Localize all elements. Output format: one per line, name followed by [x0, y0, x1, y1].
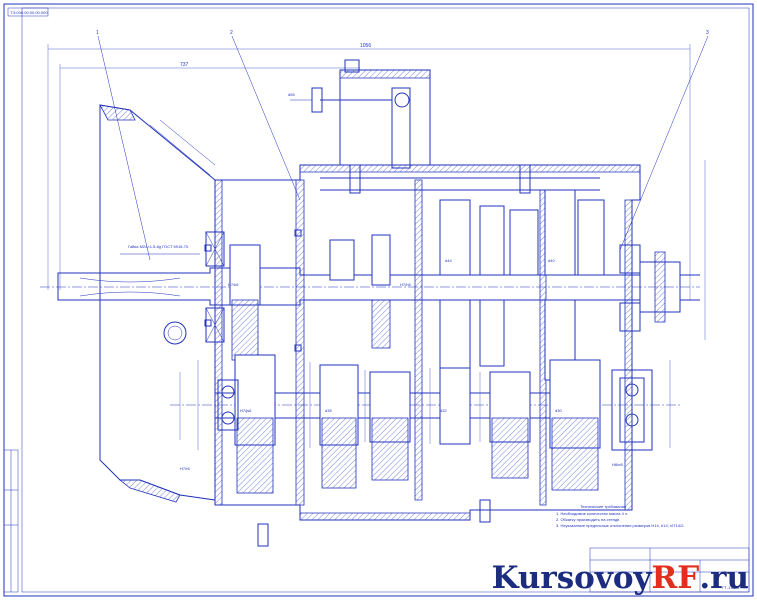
tech-req-line-2: 2. Обкатку производить на стенде. — [556, 517, 621, 522]
watermark-tail: .ru — [699, 560, 749, 596]
dim-input-length: 737 — [180, 62, 189, 68]
fit-label-3: H7/js6 — [240, 408, 252, 413]
dim-countershaft-d30: d30 — [555, 408, 562, 413]
countershaft-bearings: H8/e8 H7/r6 — [180, 369, 653, 471]
shift-mechanism: d55 — [288, 59, 600, 194]
tech-req-line-3: 3. Неуказанные предельные отклонения раз… — [556, 523, 685, 528]
gearbox-housing — [214, 164, 641, 521]
overall-dimensions: 1056 737 — [47, 43, 706, 340]
watermark-accent: RF — [651, 560, 700, 596]
countershaft: d35 d32 d30 H7/js6 — [170, 354, 680, 494]
top-code-text: ТЭ.000.00.00.00.000 — [10, 10, 48, 15]
dim-countershaft-d32: d32 — [440, 408, 447, 413]
output-flange — [639, 251, 700, 323]
callout-2: 2 — [230, 30, 233, 36]
dim-countershaft-d35: d35 — [325, 408, 332, 413]
top-code-stamp — [7, 7, 49, 17]
technical-requirements: Технические требования 1. Необходимое ко… — [556, 504, 685, 528]
fit-label-4: H8/e8 — [612, 462, 623, 467]
tech-req-title: Технические требования — [580, 504, 626, 509]
fit-label-1: H7/k6 — [228, 282, 239, 287]
callouts: 1 2 3 — [96, 30, 709, 261]
primary-shaft-gears: d44 d40 — [229, 189, 605, 381]
dim-gear-d40: d40 — [548, 258, 555, 263]
fit-label-2: H7/h6 — [400, 282, 411, 287]
watermark-main: Kursovoy — [491, 560, 652, 596]
leader-note-nut: Гайка М24×1.5-6g ГОСТ 5915-70 — [128, 244, 189, 249]
dim-overall-length: 1056 — [360, 43, 371, 49]
clutch-housing — [99, 104, 216, 503]
dim-gear-d44: d44 — [445, 258, 452, 263]
gear-diameter-dimensions — [179, 360, 671, 450]
sheet-frame — [3, 3, 754, 597]
title-block: ГТ-1.85.07.03 — [589, 547, 750, 593]
callout-3: 3 — [706, 30, 709, 36]
inner-frame — [21, 7, 750, 593]
title-block-code: ГТ-1.85.07.03 — [722, 585, 748, 590]
drain-plugs — [204, 229, 491, 547]
callout-1: 1 — [96, 30, 99, 36]
watermark-logo: Kursovoy RF .ru — [492, 560, 749, 596]
primary-bearings: H7/k6 H7/h6 — [205, 231, 641, 343]
dim-shaft-d55: d55 — [288, 92, 295, 97]
tech-req-line-1: 1. Необходимое количество масла 4 л. — [556, 511, 628, 516]
fit-label-5: H7/r6 — [180, 466, 191, 471]
